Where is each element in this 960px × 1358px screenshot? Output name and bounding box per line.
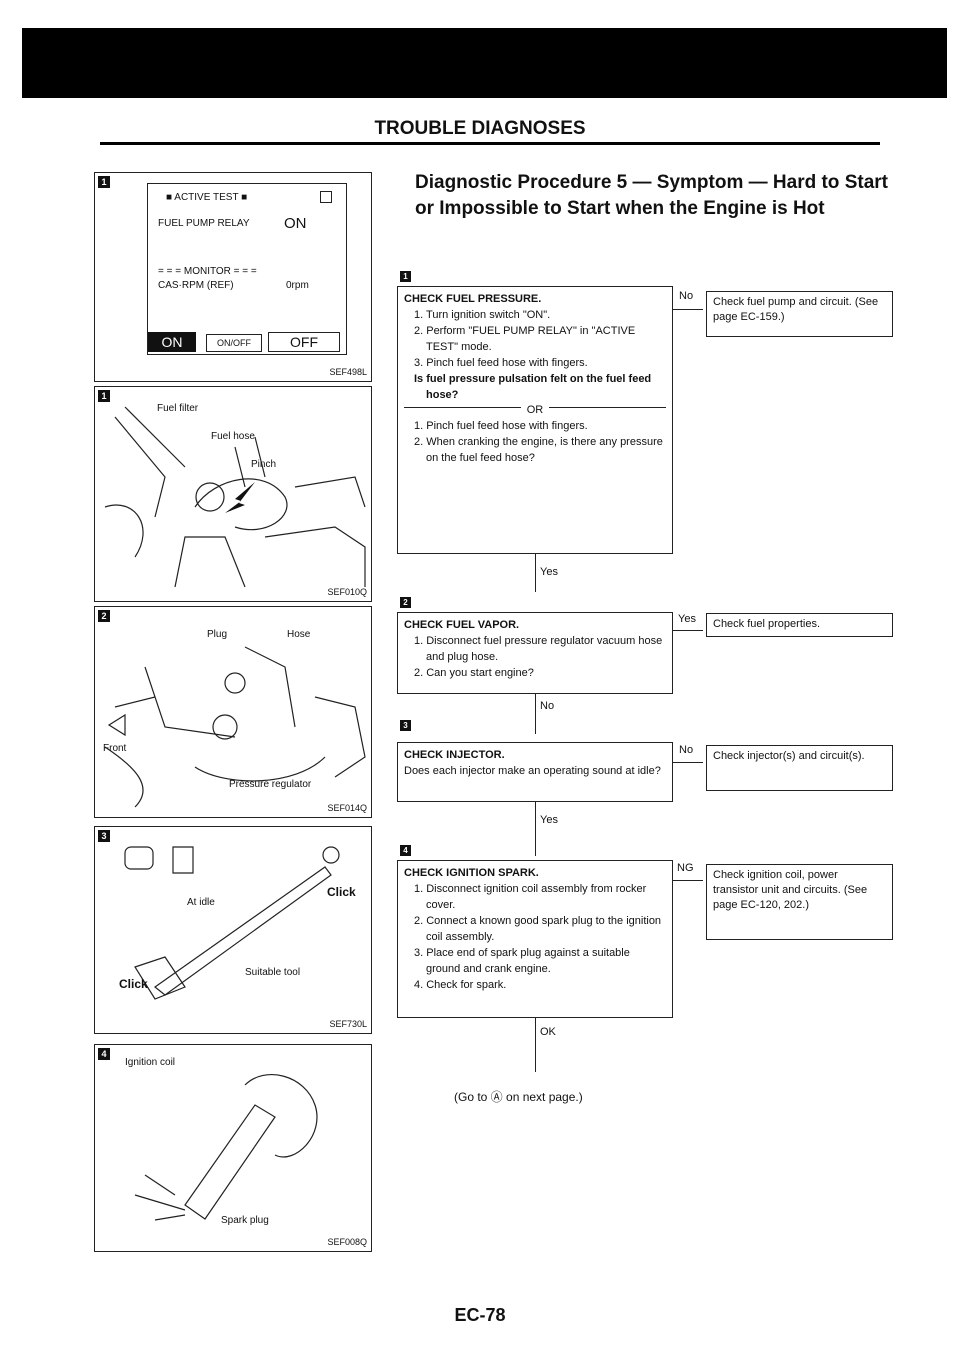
figure-injector-check: 3 At idle Click Click Suitable tool SEF7… <box>94 826 372 1034</box>
callout-click: Click <box>119 977 148 991</box>
branch-label: No <box>679 290 694 302</box>
step-line: 2. When cranking the engine, is there an… <box>414 436 663 464</box>
figure-fuel-hose: 1 Fuel filter Fuel hose Pinch SEF010Q <box>94 386 372 602</box>
figure-pressure-regulator: 2 Plug Hose Front Pressure regulator SEF… <box>94 606 372 818</box>
step-question: Is fuel pressure pulsation felt on the f… <box>414 373 652 401</box>
page-header: TROUBLE DIAGNOSES <box>374 118 586 139</box>
callout-click: Click <box>327 885 356 899</box>
callout-fuel-filter: Fuel filter <box>157 403 199 414</box>
step-heading: CHECK IGNITION SPARK. <box>404 867 539 879</box>
figure-consult-screen: 1 ■ ACTIVE TEST ■ FUEL PUMP RELAY ON = =… <box>94 172 372 382</box>
figure-ignition-coil: 4 Ignition coil Spark plug SEF008Q <box>94 1044 372 1252</box>
step-heading: CHECK INJECTOR. <box>404 749 505 761</box>
relay-label: FUEL PUMP RELAY <box>158 218 250 229</box>
figure-code: SEF498L <box>329 367 367 377</box>
branch-label: No <box>679 744 694 756</box>
figure-code: SEF010Q <box>327 587 367 597</box>
flow-arrow <box>535 802 537 856</box>
flow-arrow <box>535 554 537 592</box>
callout-at-idle: At idle <box>187 897 215 908</box>
injector-sketch <box>124 846 340 1000</box>
step-line: Does each injector make an operating sou… <box>404 765 661 777</box>
flow-label: Yes <box>540 814 558 826</box>
step-1-result: Check fuel pump and circuit. (See page E… <box>706 291 893 337</box>
step-line: 2. Connect a known good spark plug to th… <box>414 915 662 943</box>
step-badge: 3 <box>400 720 411 731</box>
step-1-box: CHECK FUEL PRESSURE. 1. Turn ignition sw… <box>397 286 673 554</box>
branch-arrow <box>673 630 703 632</box>
callout-front: Front <box>103 743 127 754</box>
callout-hose: Hose <box>287 629 311 640</box>
figure-badge: 1 <box>98 176 110 188</box>
figure-code: SEF730L <box>329 1019 367 1029</box>
onoff-button: ON/OFF <box>206 334 262 352</box>
callout-pinch: Pinch <box>251 459 277 470</box>
callout-fuel-hose: Fuel hose <box>211 431 255 442</box>
step-line: 2. Can you start engine? <box>414 667 534 679</box>
goto-next-page: (Go to Ⓐ on next page.) <box>454 1090 583 1104</box>
step-line: 1. Disconnect fuel pressure regulator va… <box>414 635 663 663</box>
step-line: 2. Perform "FUEL PUMP RELAY" in "ACTIVE … <box>414 325 636 353</box>
active-test-label: ■ ACTIVE TEST ■ <box>166 192 248 203</box>
figure-badge: 4 <box>98 1048 110 1060</box>
callout-suitable-tool: Suitable tool <box>245 967 301 978</box>
callout-pressure-regulator: Pressure regulator <box>229 779 312 790</box>
regulator-sketch <box>104 646 366 808</box>
step-4-box: CHECK IGNITION SPARK. 1. Disconnect igni… <box>397 860 673 1018</box>
cas-value: 0rpm <box>286 280 309 291</box>
step-badge: 1 <box>400 271 411 282</box>
step-line: 3. Pinch fuel feed hose with fingers. <box>414 357 588 369</box>
flow-arrow <box>535 1018 537 1072</box>
consult-display: ■ ACTIVE TEST ■ FUEL PUMP RELAY ON = = =… <box>147 183 347 355</box>
monitor-label: = = = MONITOR = = = <box>158 266 257 277</box>
header-rule <box>100 142 880 145</box>
branch-arrow <box>673 762 703 764</box>
step-badge: 4 <box>400 845 411 856</box>
engine-sketch <box>104 406 366 588</box>
ignition-sketch <box>134 1074 318 1221</box>
callout-ignition-coil: Ignition coil <box>125 1057 176 1068</box>
callout-plug: Plug <box>207 629 228 640</box>
flow-label: No <box>540 700 555 712</box>
page-number: EC-78 <box>454 1305 506 1325</box>
step-heading: CHECK FUEL PRESSURE. <box>404 293 542 305</box>
step-line: 1. Disconnect ignition coil assembly fro… <box>414 883 647 911</box>
flow-arrow <box>535 694 537 734</box>
step-line: 1. Pinch fuel feed hose with fingers. <box>414 420 588 432</box>
callout-spark-plug: Spark plug <box>221 1215 269 1226</box>
branch-label: Yes <box>678 613 696 625</box>
or-divider: OR <box>520 404 550 416</box>
relay-state: ON <box>284 215 307 232</box>
procedure-title: Diagnostic Procedure 5 — Symptom — Hard … <box>415 172 888 219</box>
figure-code: SEF014Q <box>327 803 367 813</box>
step-line: 3. Place end of spark plug against a sui… <box>414 947 630 975</box>
figure-badge: 2 <box>98 610 110 622</box>
figure-badge: 1 <box>98 390 110 402</box>
step-heading: CHECK FUEL VAPOR. <box>404 619 520 631</box>
top-black-band <box>22 28 947 98</box>
step-3-box: CHECK INJECTOR. Does each injector make … <box>397 742 673 802</box>
step-line: 1. Turn ignition switch "ON". <box>414 309 551 321</box>
branch-label: NG <box>677 862 694 874</box>
branch-arrow <box>673 309 703 311</box>
step-2-box: CHECK FUEL VAPOR. 1. Disconnect fuel pre… <box>397 612 673 694</box>
flow-label: OK <box>540 1026 556 1038</box>
branch-arrow <box>673 880 703 882</box>
on-button: ON <box>148 332 196 352</box>
step-badge: 2 <box>400 597 411 608</box>
figure-badge: 3 <box>98 830 110 842</box>
figure-code: SEF008Q <box>327 1237 367 1247</box>
step-3-result: Check injector(s) and circuit(s). <box>706 745 893 791</box>
step-2-result: Check fuel properties. <box>706 613 893 637</box>
flow-label: Yes <box>540 566 558 578</box>
off-button: OFF <box>268 332 340 352</box>
step-4-result: Check ignition coil, power transistor un… <box>706 864 893 940</box>
step-line: 4. Check for spark. <box>414 979 507 991</box>
checkbox-icon <box>320 191 332 203</box>
cas-label: CAS·RPM (REF) <box>158 280 234 291</box>
